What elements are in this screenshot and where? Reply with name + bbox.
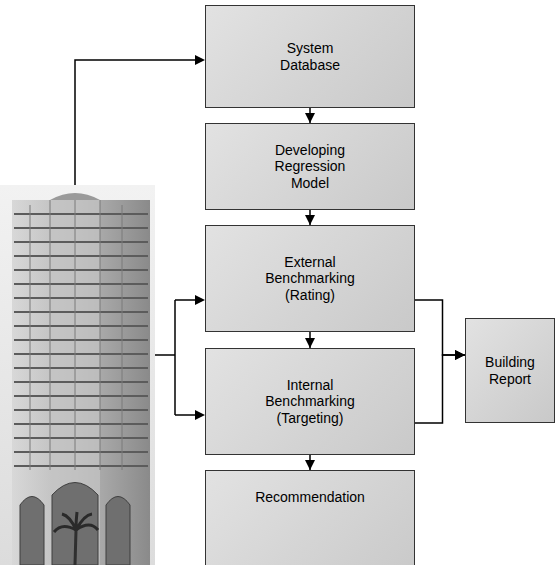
process-box: Building Report: [465, 318, 555, 423]
box-label: Recommendation: [235, 489, 385, 506]
entrance-arches: [20, 483, 130, 565]
window-bands: [14, 214, 148, 466]
process-box: Internal Benchmarking (Targeting): [205, 348, 415, 455]
flow-arrow: [309, 108, 311, 123]
flow-arrow: [309, 332, 311, 348]
building-link-arrows: [195, 55, 205, 420]
process-box: Developing Regression Model: [205, 123, 415, 210]
flow-arrow: [309, 210, 311, 225]
flow-arrow: [309, 455, 311, 470]
window-mullions: [30, 200, 122, 470]
box-label: Internal Benchmarking (Targeting): [256, 377, 364, 427]
building-tower: [12, 200, 150, 565]
building-crown: [50, 193, 100, 200]
box-label: Developing Regression Model: [260, 142, 360, 192]
process-box: Recommendation: [205, 470, 415, 565]
building-ground: [0, 185, 155, 565]
box-label: Building Report: [474, 354, 546, 387]
process-box: External Benchmarking (Rating): [205, 225, 415, 332]
palm-tree: [54, 512, 98, 565]
box-label: System Database: [265, 40, 355, 73]
flow-arrow: [415, 355, 465, 423]
process-box: System Database: [205, 5, 415, 108]
flow-arrow: [415, 300, 465, 355]
building-links: [75, 60, 196, 415]
box-label: External Benchmarking (Rating): [256, 254, 364, 304]
